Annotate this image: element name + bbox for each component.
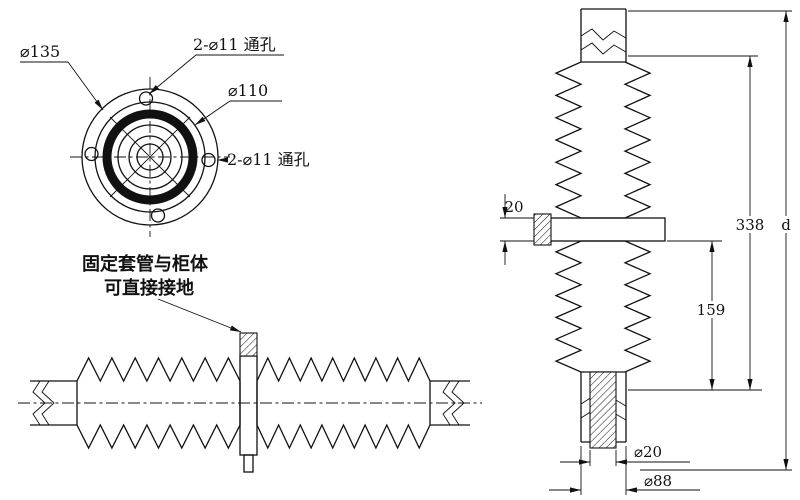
flange-diagonal-lines [109, 116, 191, 198]
dim-d-text: d [781, 216, 791, 234]
bolt-hole-top [138, 91, 154, 106]
ground-clamp-block [533, 213, 552, 246]
label-dia-110: ⌀110 [228, 81, 268, 100]
dim-flange-thickness: 20 [500, 194, 534, 265]
note-leader [157, 298, 242, 333]
mounting-plate [239, 332, 258, 473]
dim-dia20-text: ⌀20 [634, 443, 662, 461]
plate-stem [243, 454, 254, 473]
sheds-upper-section [554, 61, 652, 219]
dim-lower-length: 159 [628, 240, 762, 391]
dim-20-text: 20 [504, 198, 523, 216]
break-line [580, 42, 627, 55]
flange-top-view: ⌀135 2-⌀11 通孔 ⌀110 2-⌀11 通孔 [20, 35, 310, 237]
flange-centerlines [70, 77, 230, 237]
dim-159-text: 159 [697, 301, 726, 319]
dim-total-length-d: d [628, 10, 795, 471]
bolt-hole-right [201, 152, 216, 168]
label-through-holes-right: 2-⌀11 通孔 [227, 150, 310, 169]
gasket-ring [102, 109, 198, 205]
bushing-front-view: 20 159 338 d [500, 8, 795, 495]
inner-conductor [589, 371, 617, 449]
mounting-flange [540, 217, 666, 242]
leader-dia135 [67, 61, 104, 111]
note-line-1: 固定套管与柜体 [82, 253, 209, 275]
top-conductor-tube [580, 8, 627, 62]
bolt-holes [84, 91, 216, 223]
dim-overall-length: 338 [628, 55, 767, 390]
bushing-side-view [18, 332, 482, 473]
dim-dia88-text: ⌀88 [644, 472, 672, 490]
ground-clamp-block [239, 332, 258, 357]
grounding-note: 固定套管与柜体 可直接接地 [82, 253, 242, 333]
dim-conductor-dia: ⌀20 [560, 443, 690, 466]
label-through-holes-top: 2-⌀11 通孔 [193, 35, 276, 54]
dim-body-dia: ⌀88 [549, 446, 700, 495]
sheds-right-section [256, 356, 431, 450]
break-line [41, 380, 55, 426]
leader-dia110 [194, 100, 282, 126]
bolt-hole-left [84, 146, 99, 162]
right-conductor-stub [430, 380, 470, 426]
leader-holes-top [148, 54, 284, 95]
dim-338-text: 338 [736, 216, 765, 234]
note-line-2: 可直接接地 [104, 277, 194, 299]
sheds-lower-section [554, 240, 652, 373]
break-line [580, 28, 627, 41]
label-dia-135: ⌀135 [20, 42, 60, 61]
bolt-hole-bottom [150, 208, 166, 223]
break-line [442, 380, 456, 426]
